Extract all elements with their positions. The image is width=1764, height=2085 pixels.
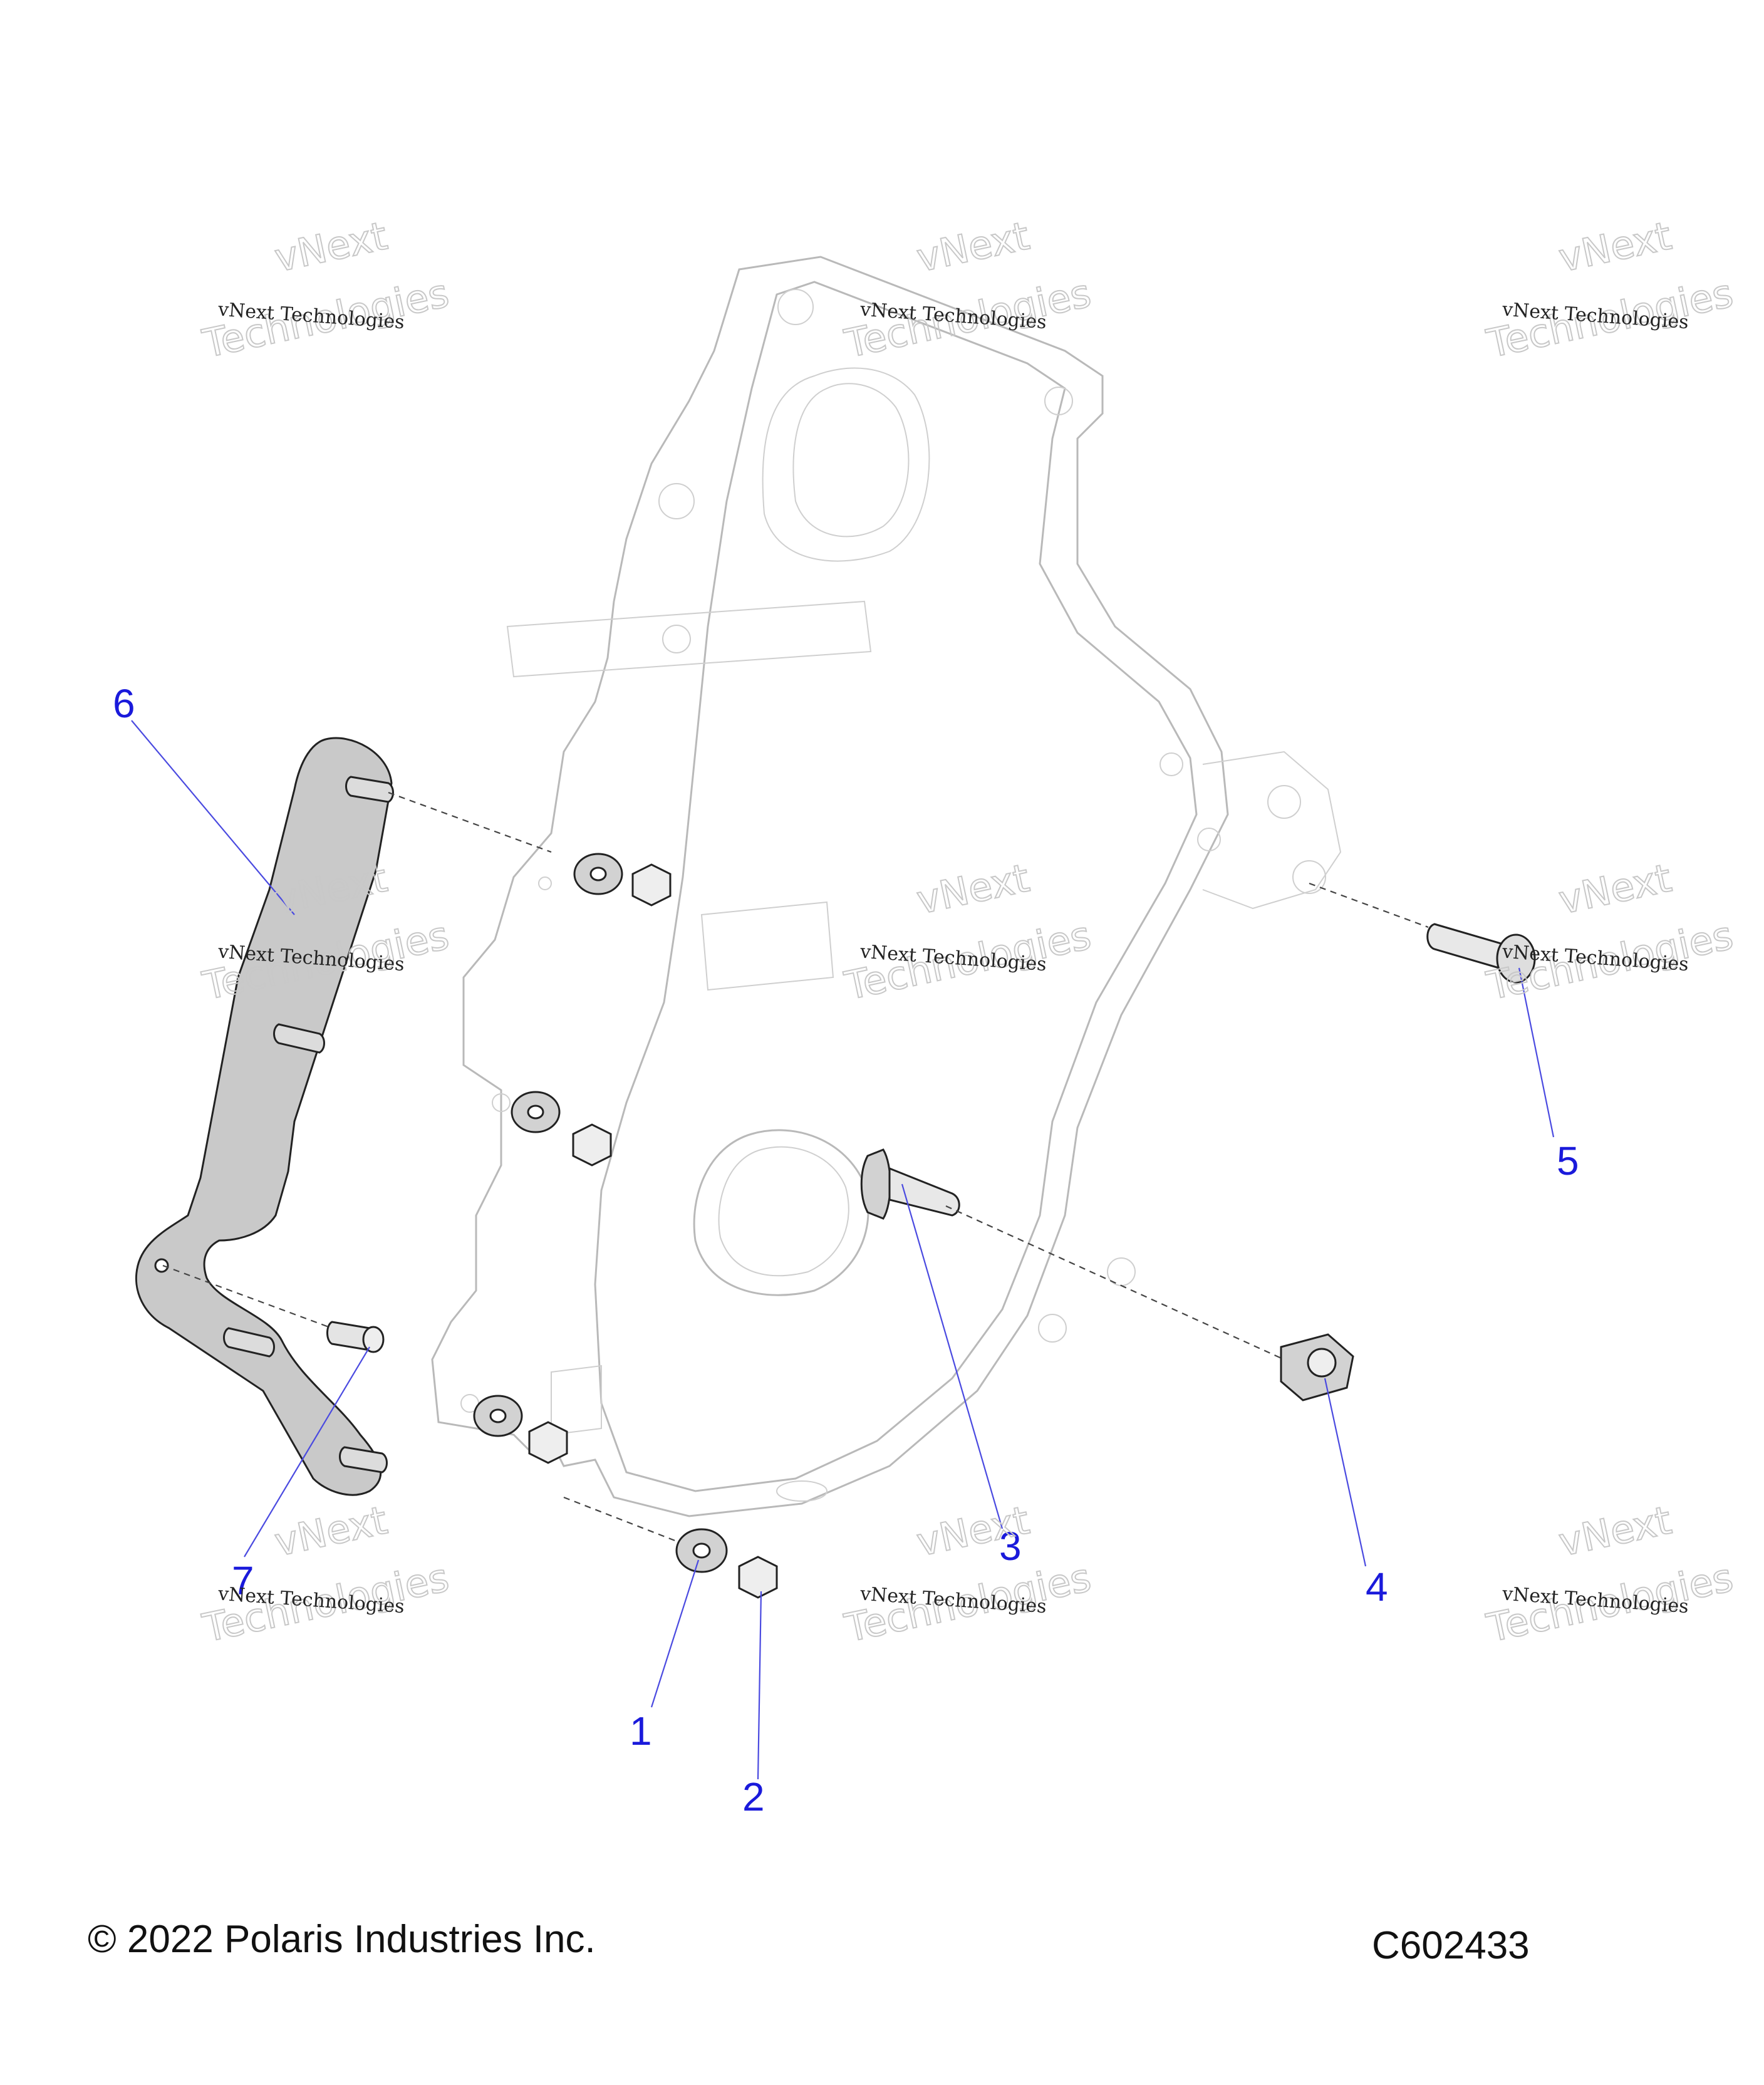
watermark-logo-word: vNext: [271, 1497, 391, 1565]
bracket-plate: [135, 737, 394, 1496]
washer-nut-sets: [473, 853, 778, 1599]
callout-7: 7: [232, 1558, 254, 1603]
watermark-logo-word: vNext: [1555, 855, 1675, 923]
drawing-number: C602433: [1372, 1924, 1530, 1967]
leader-lines: [131, 720, 1555, 1780]
bracket-studs: [154, 776, 394, 1474]
watermark-logo-word: vNext: [1555, 1497, 1675, 1565]
gearcase-cover-outline: [431, 256, 1342, 1517]
callout-3: 3: [999, 1524, 1022, 1569]
washer-nut-middle: [511, 1091, 612, 1167]
washer-nut-top: [573, 853, 672, 907]
watermark-logo-word: vNext: [913, 855, 1033, 923]
assembly-lines: [162, 791, 1429, 1542]
callout-4: 4: [1366, 1564, 1388, 1609]
flange-nut: [1280, 1333, 1354, 1401]
callout-6: 6: [113, 681, 135, 726]
watermark-logo-word: vNext: [271, 212, 391, 281]
washer-nut-bottom: [675, 1528, 778, 1599]
callout-2: 2: [742, 1774, 765, 1819]
washer-nut-lower: [473, 1395, 568, 1464]
copyright-notice: © 2022 Polaris Industries Inc.: [88, 1918, 596, 1961]
callout-labels: 1 2 3 4 5 6 7: [113, 681, 1579, 1819]
stud: [860, 1148, 960, 1220]
watermark-logo-word: vNext: [913, 212, 1033, 281]
callout-5: 5: [1557, 1138, 1579, 1183]
callout-1: 1: [630, 1708, 652, 1754]
pin-bolt: [326, 1321, 385, 1353]
watermark-logo-word: vNext: [1555, 212, 1675, 281]
torx-bolt: [1426, 923, 1536, 984]
